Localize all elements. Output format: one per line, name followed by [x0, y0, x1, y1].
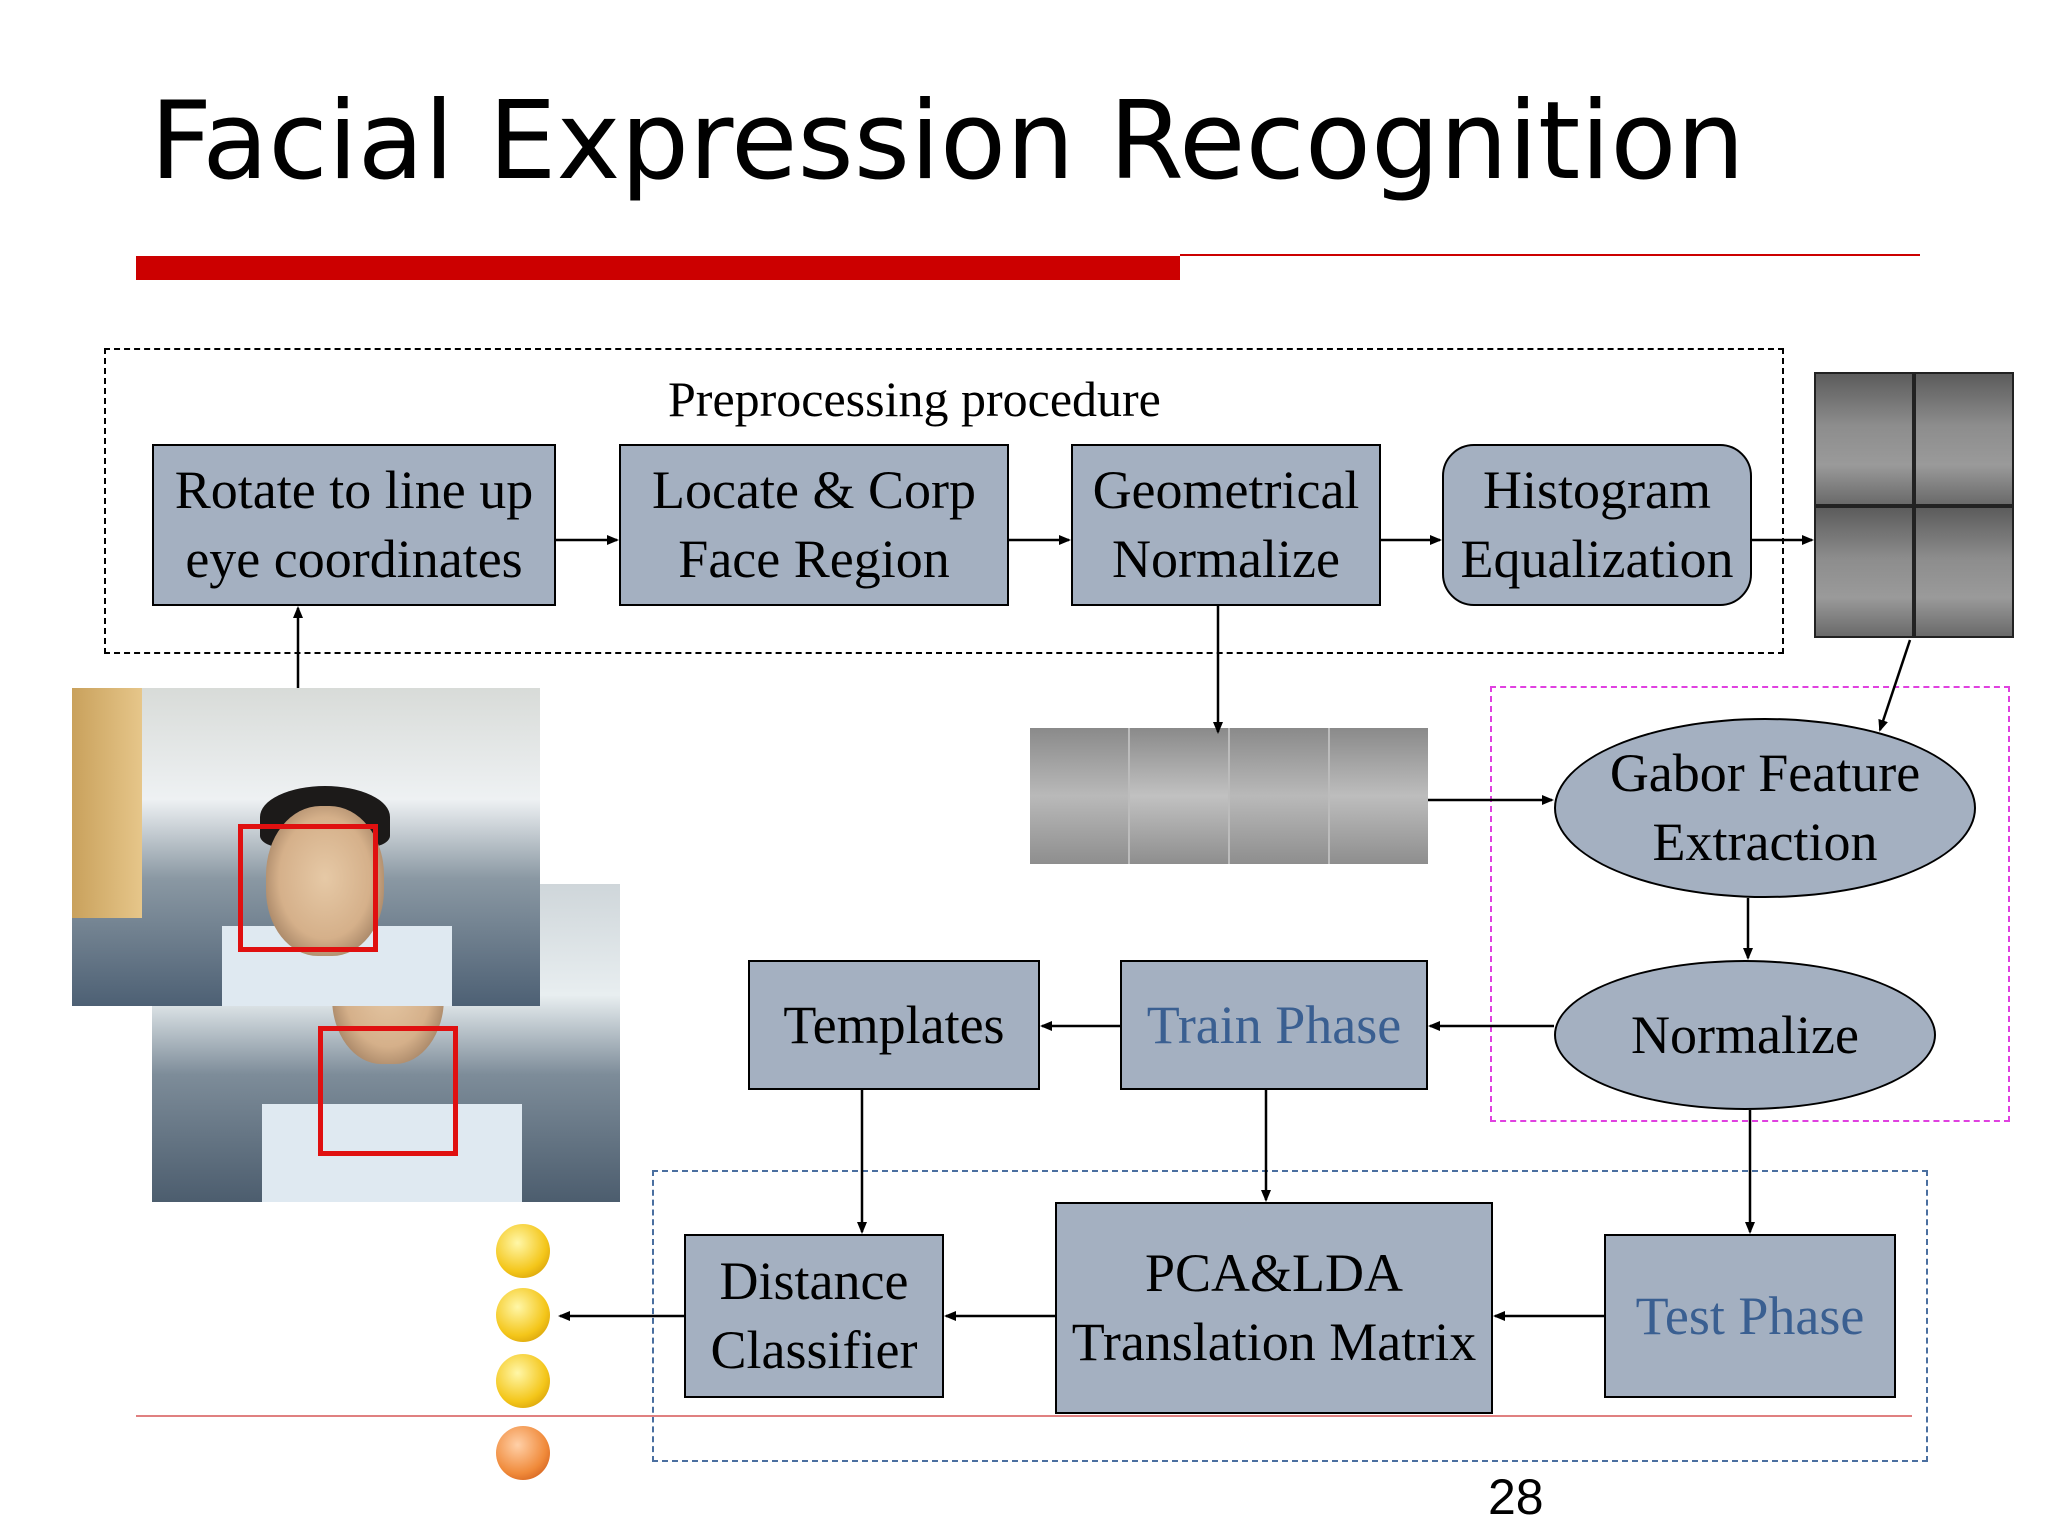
equalized-face-1 [1816, 374, 1912, 504]
equalized-face-4 [1916, 508, 2012, 636]
frown-emoji-icon [496, 1354, 550, 1408]
histogram-step-box: Histogram Equalization [1442, 444, 1752, 606]
slide-title: Facial Expression Recognition [150, 79, 1745, 204]
equalized-faces-grid [1814, 372, 2014, 638]
normalized-face-3 [1230, 728, 1328, 864]
smile-emoji-icon [496, 1224, 550, 1278]
rotate-step-box: Rotate to line up eye coordinates [152, 444, 556, 606]
normalize-ellipse: Normalize [1554, 960, 1936, 1110]
preprocessing-group [104, 348, 1784, 654]
equalized-face-2 [1916, 374, 2012, 504]
webcam-photo-front [72, 688, 540, 1006]
train-phase-box: Train Phase [1120, 960, 1428, 1090]
angry-emoji-icon [496, 1426, 550, 1480]
templates-box: Templates [748, 960, 1040, 1090]
gabor-ellipse: Gabor Feature Extraction [1554, 718, 1976, 898]
test-phase-box: Test Phase [1604, 1234, 1896, 1398]
grin-emoji-icon [496, 1288, 550, 1342]
normalized-face-2 [1130, 728, 1228, 864]
equalized-face-3 [1816, 508, 1912, 636]
locate-step-box: Locate & Corp Face Region [619, 444, 1009, 606]
title-accent-bar [136, 256, 1180, 280]
footer-rule [136, 1415, 1912, 1417]
geometric-step-box: Geometrical Normalize [1071, 444, 1381, 606]
preprocessing-label: Preprocessing procedure [668, 371, 1161, 427]
arrow-faces-to-gabor [1878, 639, 1912, 732]
normalized-face-4 [1330, 728, 1428, 864]
page-number: 28 [1488, 1469, 1544, 1525]
title-rule [1180, 254, 1920, 256]
face-detection-box-2 [318, 1026, 458, 1156]
normalized-faces-strip [1030, 728, 1428, 864]
face-detection-box-1 [238, 824, 378, 952]
normalized-face-1 [1030, 728, 1128, 864]
pca-lda-box: PCA&LDA Translation Matrix [1055, 1202, 1493, 1414]
distance-classifier-box: Distance Classifier [684, 1234, 944, 1398]
